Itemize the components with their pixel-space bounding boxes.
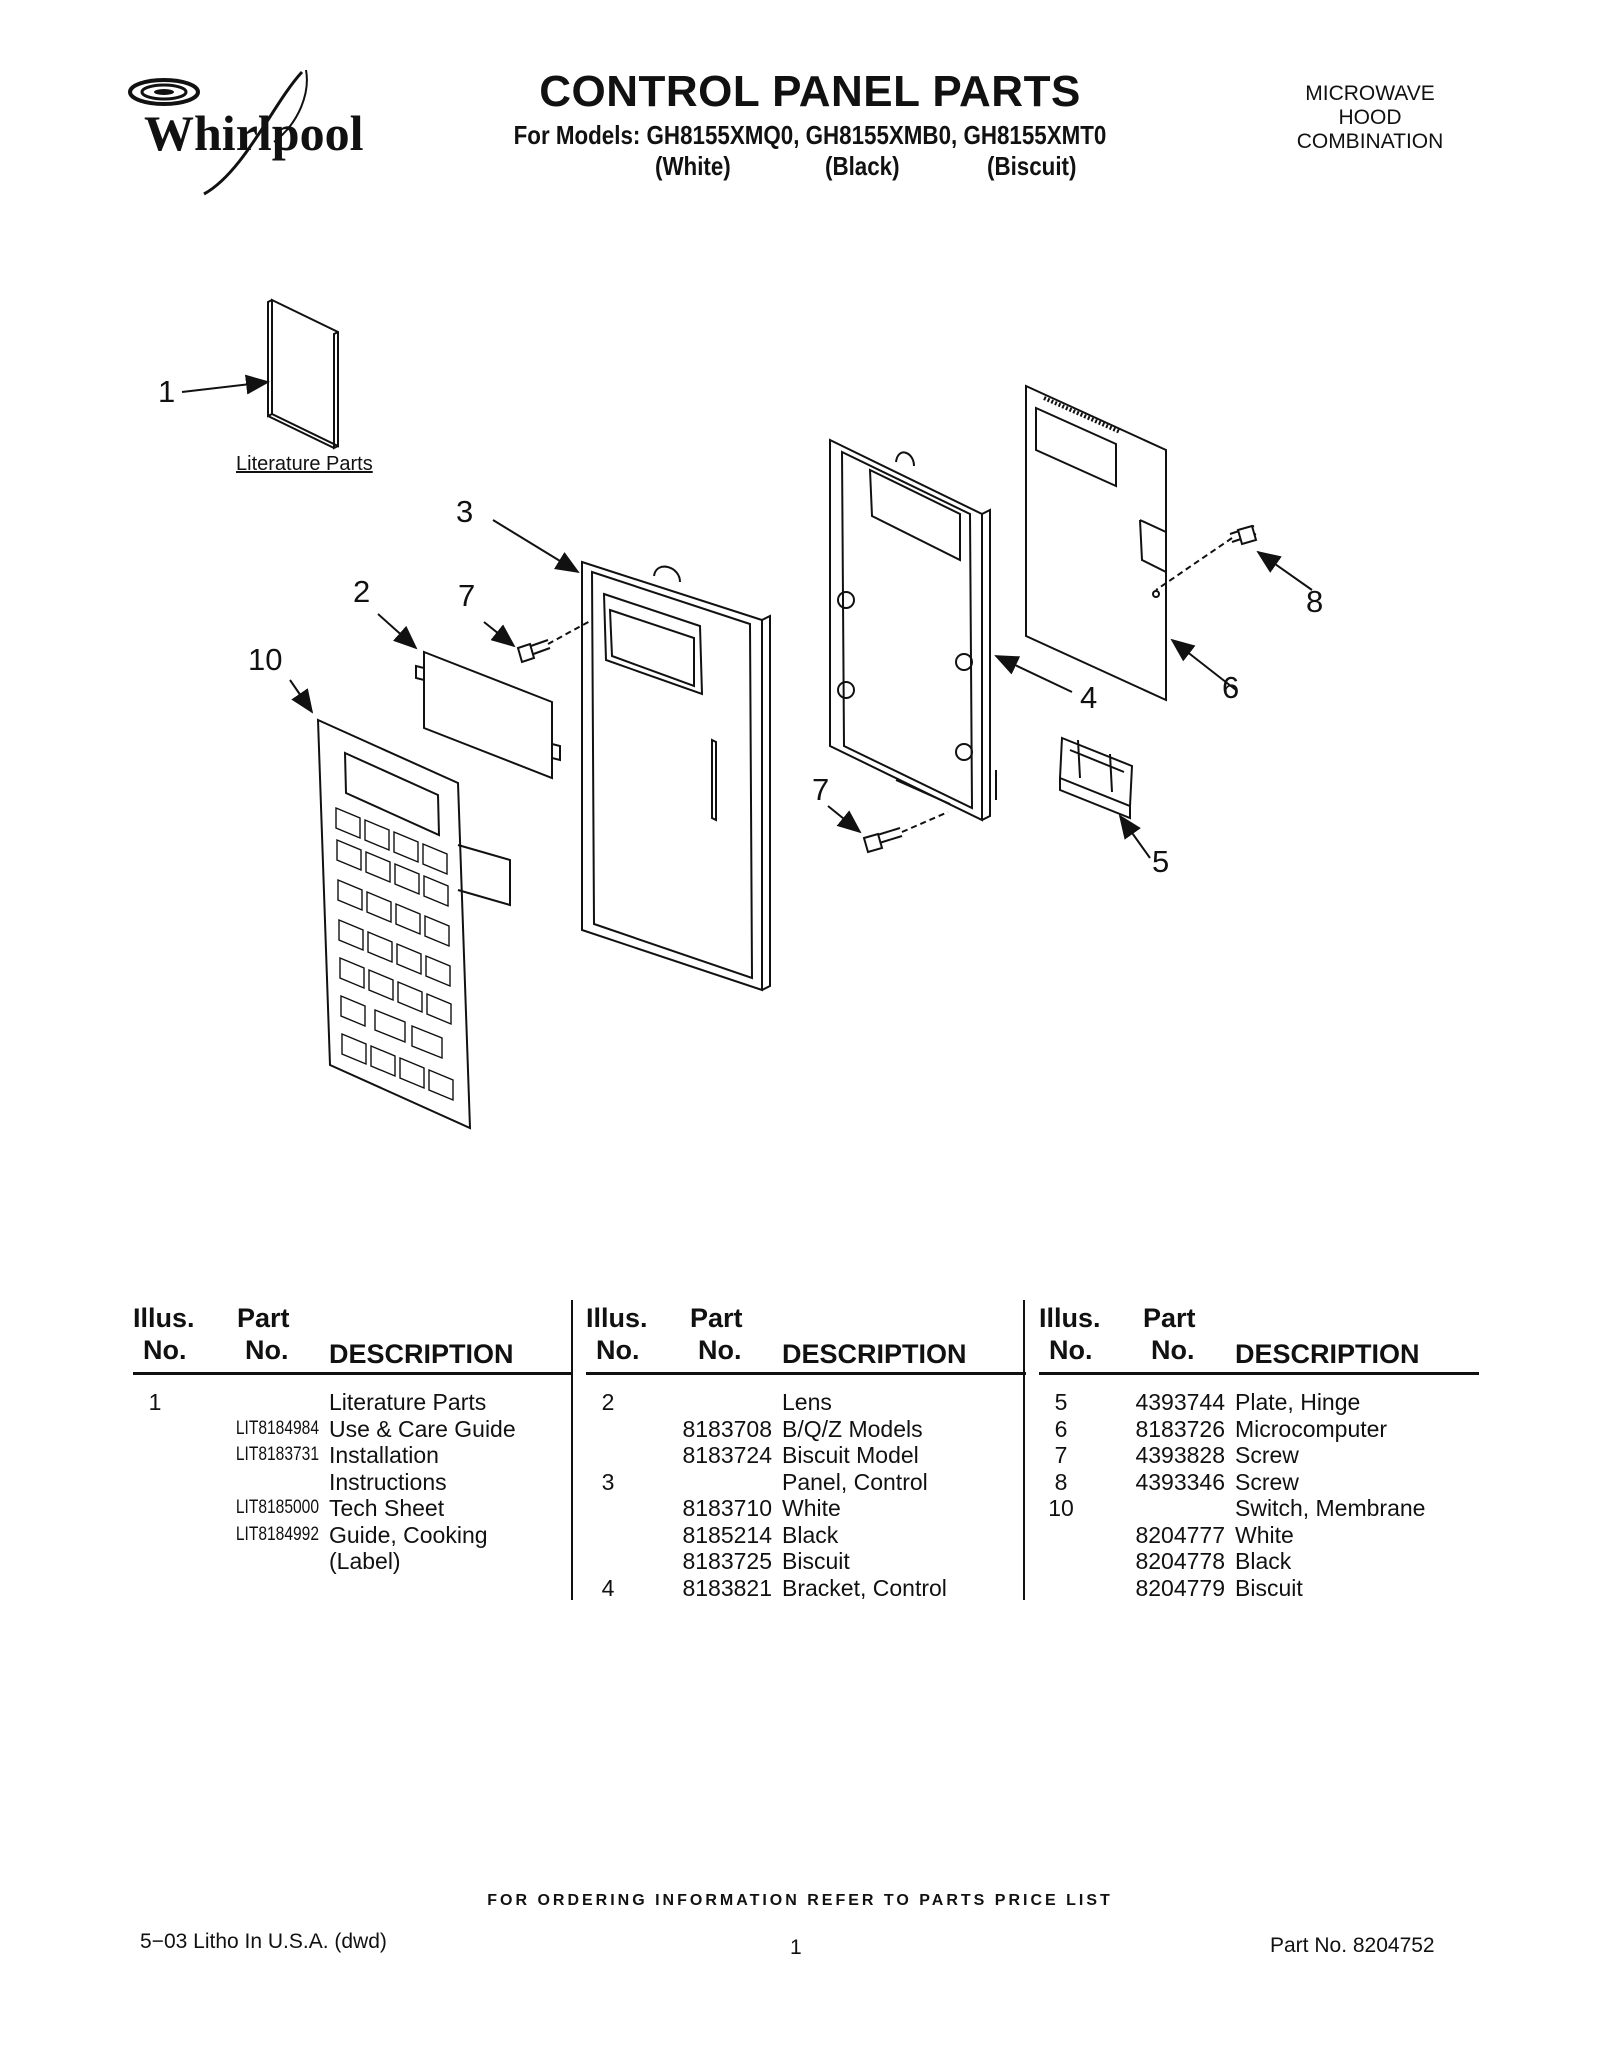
screw-right — [1155, 524, 1258, 591]
callout-3: 3 — [456, 494, 474, 529]
header: CONTROL PANEL PARTS For Models: GH8155XM… — [460, 66, 1160, 185]
table-row: (Label) — [329, 1548, 401, 1574]
callout-7-upper: 7 — [458, 578, 476, 613]
brand-wordmark: Whirlpool — [144, 105, 364, 161]
litho-info: 5−03 Litho In U.S.A. (dwd) — [140, 1930, 387, 1953]
color-biscuit: (Biscuit) — [987, 151, 1077, 181]
control-panel-part — [581, 560, 771, 992]
header-illus: Illus. No. — [586, 1303, 648, 1365]
membrane-switch — [316, 718, 511, 1130]
ordering-note: FOR ORDERING INFORMATION REFER TO PARTS … — [487, 1892, 1113, 1909]
product-type: MICROWAVE HOOD COMBINATION — [1270, 82, 1470, 154]
parts-column-header: Illus. No. Part No. DESCRIPTION — [133, 1298, 573, 1375]
header-description: DESCRIPTION — [329, 1339, 514, 1369]
header-illus: Illus. No. — [133, 1303, 195, 1365]
column-divider — [1023, 1300, 1025, 1600]
microcomputer-board — [1025, 384, 1167, 702]
callout-1: 1 — [158, 374, 176, 409]
callout-4: 4 — [1080, 680, 1098, 715]
whirlpool-swirl-icon: Whirlpool — [128, 69, 364, 196]
callout-5: 5 — [1152, 844, 1170, 879]
header-part: Part No. — [690, 1303, 743, 1365]
screw-lower — [862, 811, 949, 854]
document-part-number: Part No. 8204752 — [1270, 1934, 1435, 1957]
header-description: DESCRIPTION — [1235, 1339, 1420, 1369]
literature-parts-label: Literature Parts — [236, 453, 373, 475]
lens-part — [415, 650, 561, 780]
page-title: CONTROL PANEL PARTS — [539, 67, 1081, 116]
color-black: (Black) — [825, 151, 900, 181]
screw-upper — [516, 619, 593, 664]
exploded-parts-diagram: 1 3 2 7 10 8 6 4 7 5 — [0, 280, 1600, 1160]
hinge-plate-part — [1058, 736, 1134, 820]
product-type-line: COMBINATION — [1296, 130, 1444, 153]
page-number: 1 — [790, 1936, 802, 1959]
callout-7-lower: 7 — [812, 772, 830, 807]
control-bracket-part — [829, 438, 991, 822]
table-row: Instructions — [329, 1468, 447, 1495]
header-part: Part No. — [237, 1303, 290, 1365]
whirlpool-logo: Whirlpool — [124, 62, 384, 202]
parts-column-header: Illus. No. Part No. DESCRIPTION — [1039, 1298, 1479, 1375]
callout-10: 10 — [248, 642, 283, 677]
product-type-line: MICROWAVE — [1305, 82, 1435, 105]
diagram-drawing — [181, 298, 1313, 1130]
model-colors: (White) (Black) (Biscuit) — [460, 151, 1160, 185]
literature-booklet — [267, 298, 339, 450]
model-numbers: For Models: GH8155XMQ0, GH8155XMB0, GH81… — [513, 120, 1107, 150]
callout-2: 2 — [353, 574, 371, 609]
product-type-line: HOOD — [1338, 106, 1402, 129]
header-illus: Illus. No. — [1039, 1303, 1101, 1365]
header-part: Part No. — [1143, 1303, 1196, 1365]
callout-6: 6 — [1222, 670, 1240, 705]
header-description: DESCRIPTION — [782, 1339, 967, 1369]
callout-8: 8 — [1306, 584, 1324, 619]
color-white: (White) — [655, 151, 731, 181]
parts-column-header: Illus. No. Part No. DESCRIPTION — [586, 1298, 1026, 1375]
column-divider — [571, 1300, 573, 1600]
